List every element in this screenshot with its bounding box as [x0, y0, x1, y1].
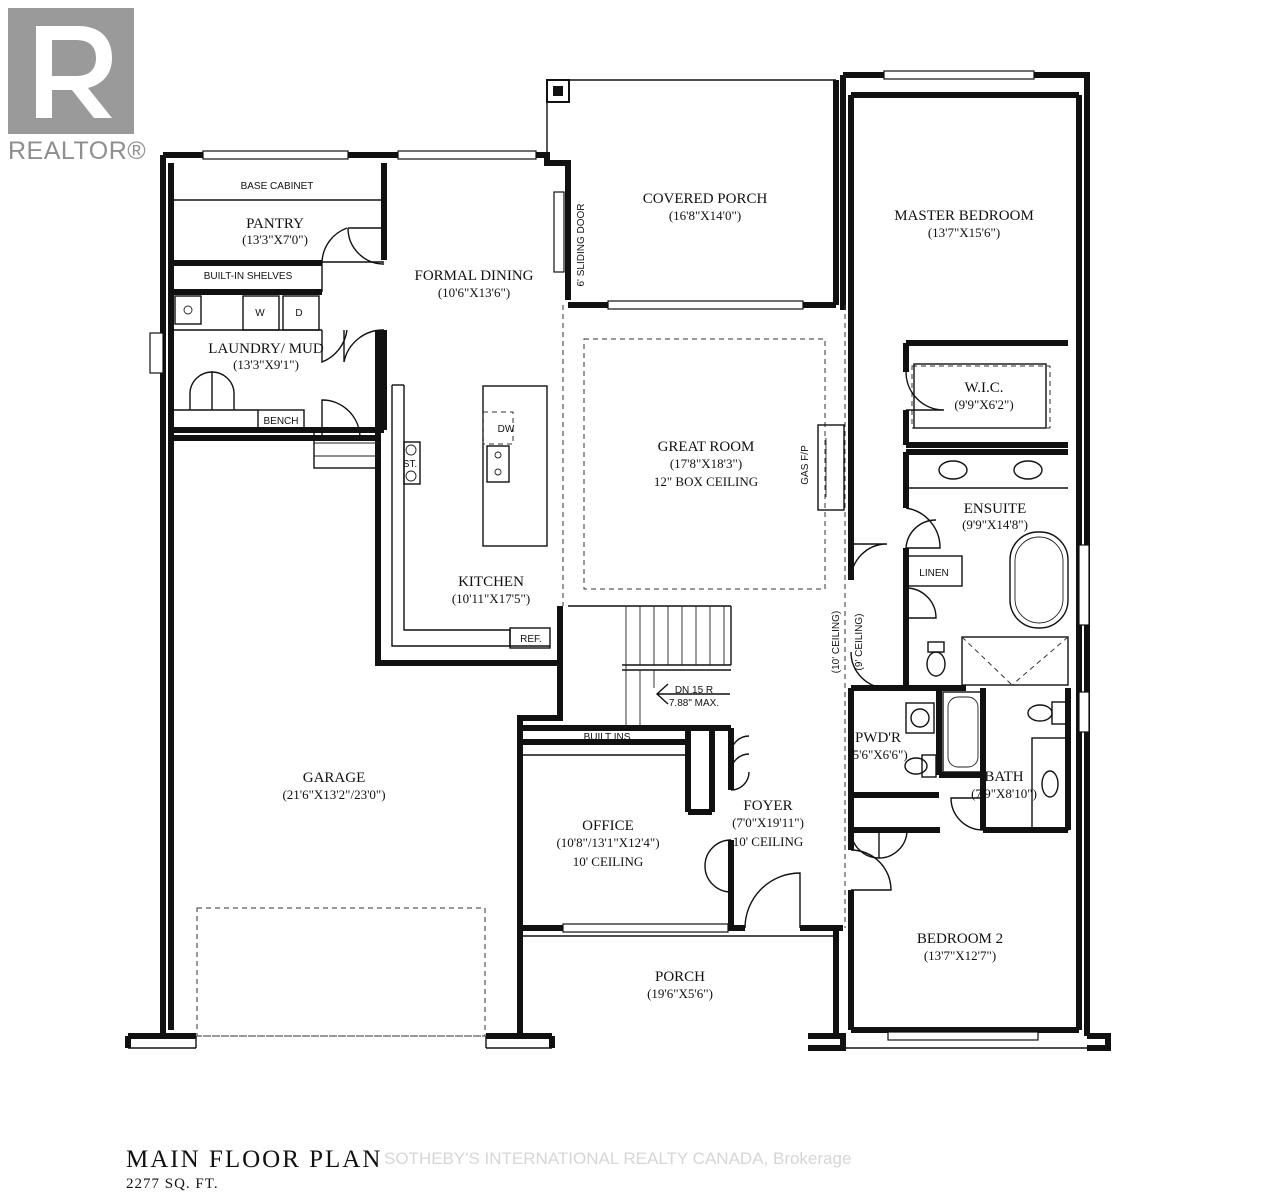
- fixtures: [171, 79, 1069, 1037]
- ensuite-dims: (9'9"X14'8"): [962, 517, 1028, 532]
- ensuite-name: ENSUITE: [964, 501, 1027, 517]
- floor-plan: BASE CABINET PANTRY (13'3"X7'0") BUILT-I…: [125, 70, 1111, 1051]
- sliding-door-label: 6' SLIDING DOOR: [576, 203, 587, 286]
- pantry-name: PANTRY: [246, 216, 304, 232]
- wic-name: W.I.C.: [964, 380, 1003, 396]
- freestanding-tub: [1009, 531, 1069, 629]
- bedroom2-dims: (13'7"X12'7"): [924, 948, 996, 963]
- bedroom2-name: BEDROOM 2: [917, 931, 1003, 947]
- pantry-dims: (13'3"X7'0"): [242, 232, 308, 247]
- ref-label: REF.: [520, 634, 542, 645]
- bath-toilet: [1027, 704, 1053, 722]
- plan-area: 2277 SQ. FT.: [126, 1176, 219, 1192]
- stove: [403, 441, 421, 485]
- kitchen-island: [482, 385, 548, 547]
- pwdr-dims: (5'6"X6'6"): [848, 747, 907, 762]
- kitchen-name: KITCHEN: [458, 574, 524, 590]
- kitchen-dims: (10'11"X17'5"): [452, 591, 530, 606]
- base-cabinet-label: BASE CABINET: [241, 181, 314, 192]
- garage-dims: (21'6"X13'2"/23'0"): [282, 787, 385, 802]
- office-ceiling-note: 10' CEILING: [573, 854, 644, 869]
- bath-name: BATH: [984, 769, 1023, 785]
- ensuite-sink-right: [1013, 460, 1043, 480]
- master-bedroom-name: MASTER BEDROOM: [894, 208, 1034, 224]
- garage-door-outline: [196, 907, 486, 1037]
- foyer-name: FOYER: [743, 798, 792, 814]
- office-name: OFFICE: [582, 818, 634, 834]
- realtor-logo-mark: [8, 8, 134, 134]
- plan-title: MAIN FLOOR PLAN: [126, 1146, 383, 1173]
- stairs-label-line2: 7.88" MAX.: [669, 698, 719, 709]
- wic-dims: (9'9"X6'2"): [954, 397, 1013, 412]
- stairs-label-line1: DN 15 R: [675, 685, 713, 696]
- powder-toilet: [904, 757, 928, 775]
- covered-porch-dims: (16'8"X14'0"): [669, 208, 741, 223]
- island-sink: [486, 445, 510, 483]
- porch-name: PORCH: [655, 969, 705, 985]
- office-dims: (10'8"/13'1"X12'4"): [556, 835, 659, 850]
- garage-name: GARAGE: [303, 770, 366, 786]
- formal-dining-name: FORMAL DINING: [414, 268, 533, 284]
- shower: [961, 636, 1069, 686]
- built-in-shelves-label: BUILT-IN SHELVES: [204, 271, 293, 282]
- linen-label: LINEN: [919, 568, 948, 579]
- pwdr-name: PWD'R: [855, 730, 901, 746]
- great-room-dims: (17'8"X18'3"): [670, 456, 742, 471]
- master-bedroom-dims: (13'7"X15'6"): [928, 225, 1000, 240]
- ensuite-toilet: [926, 651, 946, 677]
- bath-sink: [1041, 770, 1059, 798]
- bench: [257, 409, 305, 431]
- foyer-ceiling-note: 10' CEILING: [733, 834, 804, 849]
- dryer-label: D: [295, 308, 302, 319]
- doors: [189, 227, 984, 929]
- brokerage-watermark: SOTHEBY'S INTERNATIONAL REALTY CANADA, B…: [384, 1149, 852, 1168]
- covered-porch-name: COVERED PORCH: [643, 191, 768, 207]
- built-ins-label: BUILT INS: [584, 732, 631, 743]
- washer-label: W: [255, 308, 265, 319]
- formal-dining-dims: (10'6"X13'6"): [438, 285, 510, 300]
- realtor-r-icon: [36, 26, 112, 118]
- realtor-logo-text: REALTOR®: [8, 137, 147, 165]
- dw-label: DW: [498, 424, 515, 435]
- box-ceiling-outline: [583, 338, 826, 590]
- windows: [149, 70, 1090, 1041]
- ceiling-note-right: (9' CEILING): [854, 614, 865, 671]
- laundry-sink: [174, 295, 202, 325]
- realtor-logo: REALTOR®: [8, 8, 147, 166]
- foyer-dims: (7'0"X19'11"): [732, 815, 804, 830]
- ensuite-sink-left: [938, 460, 968, 480]
- gas-fireplace: [817, 424, 845, 511]
- gas-fp-label: GAS F/P: [800, 445, 811, 485]
- laundry-name: LAUNDRY/ MUD: [208, 341, 324, 357]
- stove-label: ST.: [403, 459, 417, 470]
- porch-dims: (19'6"X5'6"): [647, 986, 713, 1001]
- powder-sink: [910, 708, 930, 728]
- staircase: [568, 605, 732, 728]
- great-room-ceiling-note: 12" BOX CEILING: [654, 474, 758, 489]
- linen-closet: [905, 555, 963, 587]
- laundry-dims: (13'3"X9'1"): [233, 357, 299, 372]
- bench-label: BENCH: [263, 416, 298, 427]
- garage-steps: [313, 429, 379, 469]
- great-room-name: GREAT ROOM: [658, 439, 755, 455]
- bath-tub: [942, 691, 984, 773]
- refrigerator: [509, 627, 551, 649]
- ceiling-note-left: (10' CEILING): [831, 611, 842, 673]
- room-labels: BASE CABINET PANTRY (13'3"X7'0") BUILT-I…: [204, 181, 1037, 1001]
- bath-dims: (7'9"X8'10"): [971, 786, 1037, 801]
